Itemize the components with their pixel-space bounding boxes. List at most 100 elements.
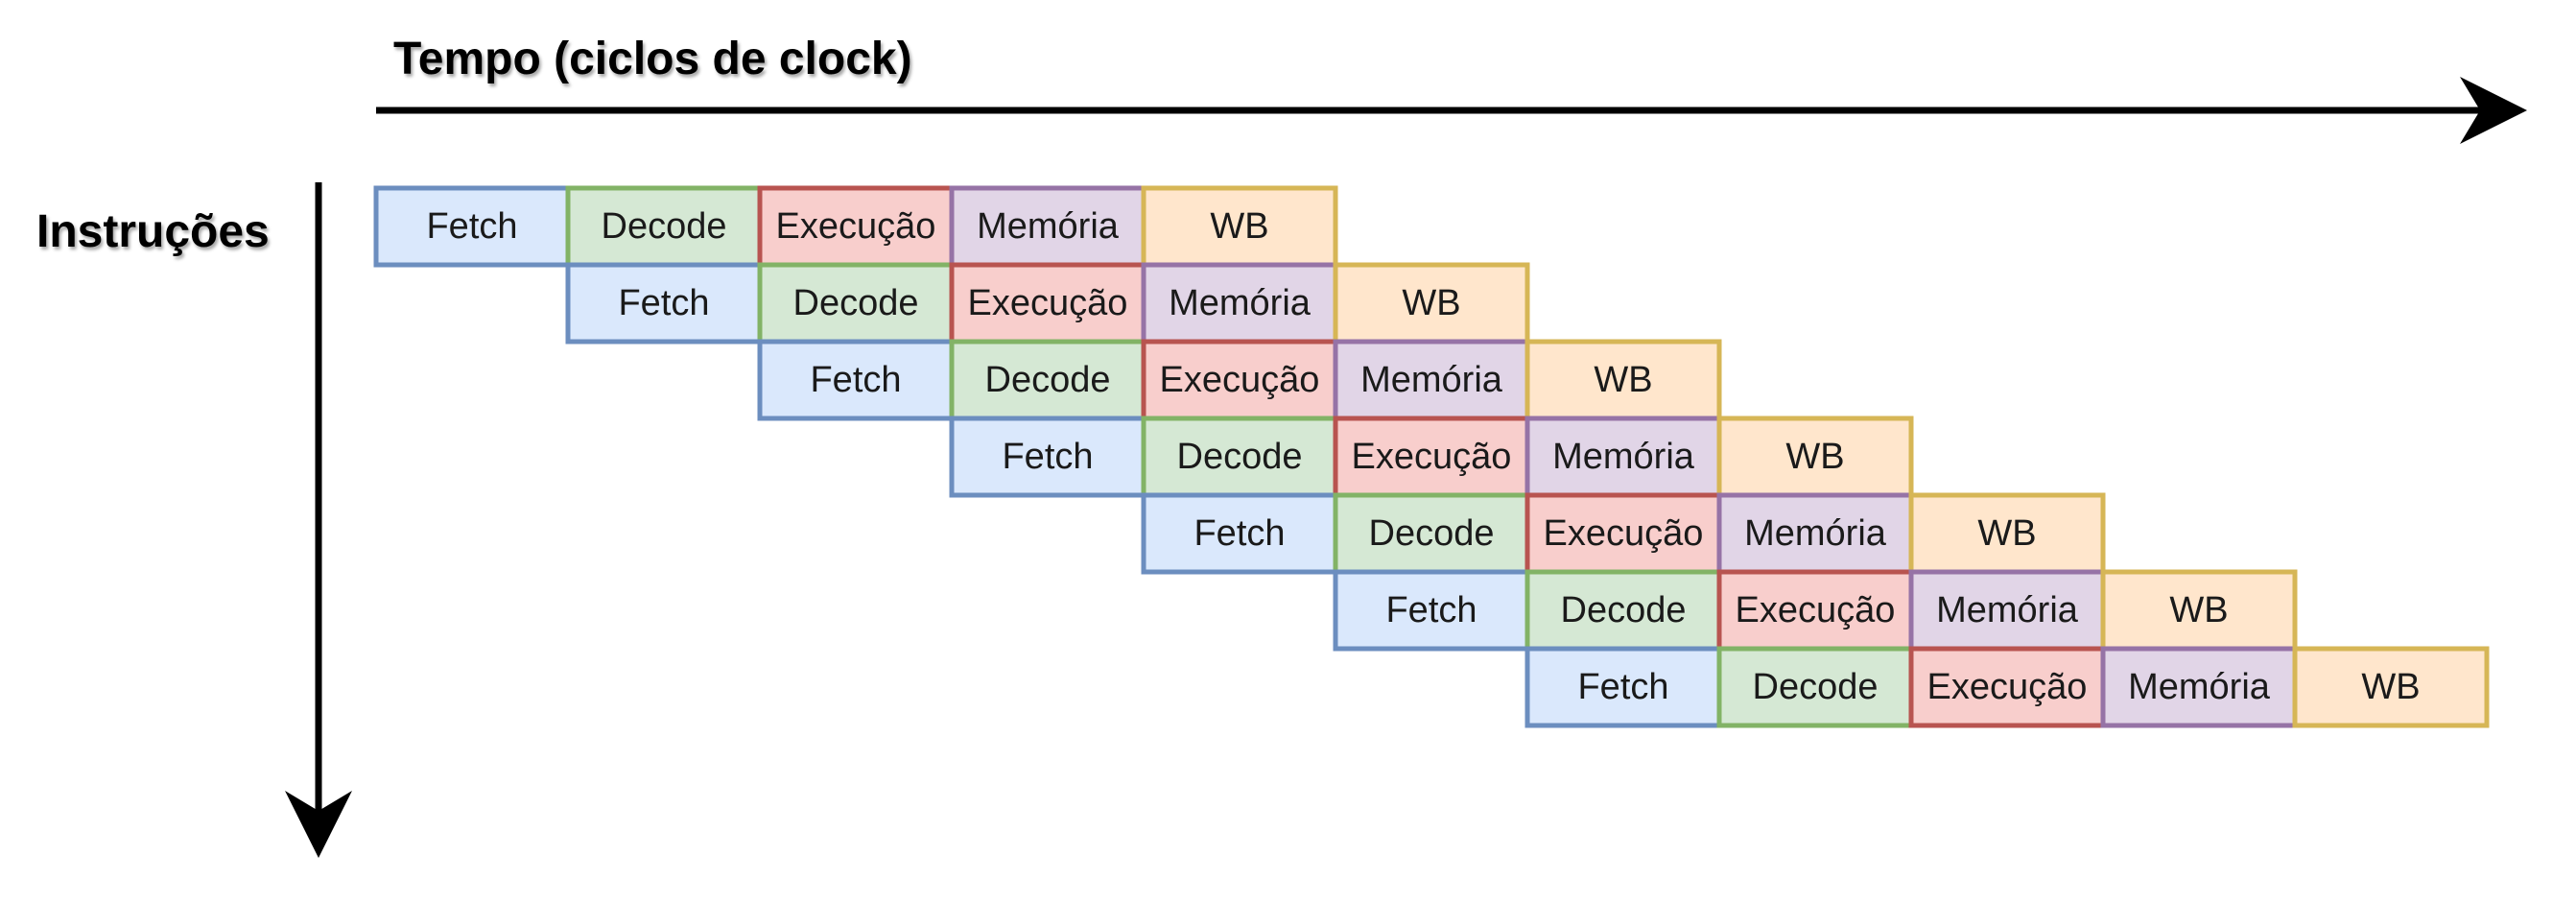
stage-label: Execução (1544, 513, 1704, 554)
stage-label: Fetch (426, 206, 517, 247)
stage-label: Fetch (1193, 513, 1285, 554)
stage-label: WB (1402, 283, 1460, 323)
stage-label: Execução (1160, 360, 1320, 400)
time-axis-title: Tempo (ciclos de clock) (393, 34, 912, 84)
stage-cell-fetch: Fetch (565, 262, 763, 345)
stage-cell-fetch: Fetch (757, 339, 955, 421)
stage-cell-execute: Execução (1716, 569, 1914, 652)
stage-cell-writeback: WB (1333, 262, 1530, 345)
stage-cell-execute: Execução (1908, 646, 2106, 728)
stage-label: WB (1594, 360, 1652, 400)
stage-box (757, 339, 955, 421)
stage-cell-writeback: WB (1908, 492, 2106, 575)
stage-label: Decode (985, 360, 1111, 400)
instruction-row: Fetch Decode Execução Memória WB (565, 262, 1530, 345)
stage-cell-writeback: WB (1716, 416, 1914, 498)
stage-cell-memory: Memória (1716, 492, 1914, 575)
stage-cell-decode: Decode (565, 185, 763, 268)
stage-label: Decode (602, 206, 727, 247)
stage-cell-fetch: Fetch (1524, 646, 1722, 728)
instruction-row: Fetch Decode Execução Memória WB (949, 416, 1914, 498)
stage-label: Memória (1936, 590, 2079, 630)
stage-cell-writeback: WB (1141, 185, 1338, 268)
stage-label: Fetch (1002, 437, 1093, 477)
instruction-row: Fetch Decode Execução Memória WB (1141, 492, 2106, 575)
stage-label: WB (1785, 437, 1844, 477)
stage-box (2292, 646, 2490, 728)
stage-cell-decode: Decode (1524, 569, 1722, 652)
stage-cell-execute: Execução (757, 185, 955, 268)
stage-cell-fetch: Fetch (1141, 492, 1338, 575)
stage-label: Decode (1177, 437, 1303, 477)
stage-box (1524, 646, 1722, 728)
stage-box (1908, 646, 2106, 728)
stage-cell-decode: Decode (1141, 416, 1338, 498)
stage-cell-writeback: WB (2100, 569, 2298, 652)
stage-cell-memory: Memória (949, 185, 1146, 268)
instruction-axis-title: Instruções (36, 206, 270, 257)
stage-label: Memória (1552, 437, 1695, 477)
stage-label: Fetch (810, 360, 901, 400)
instruction-row: Fetch Decode Execução Memória WB (757, 339, 1722, 421)
stage-cell-fetch: Fetch (1333, 569, 1530, 652)
stage-label: Decode (1753, 667, 1879, 707)
stage-label: Memória (1744, 513, 1887, 554)
stage-cell-memory: Memória (1333, 339, 1530, 421)
stage-label: Decode (793, 283, 919, 323)
stage-box (1716, 416, 1914, 498)
stage-box (1333, 262, 1530, 345)
stage-cell-execute: Execução (1141, 339, 1338, 421)
stage-label: Execução (968, 283, 1128, 323)
stage-cell-execute: Execução (1524, 492, 1722, 575)
stage-cell-execute: Execução (1333, 416, 1530, 498)
stage-box (1333, 569, 1530, 652)
stage-label: Execução (1352, 437, 1512, 477)
stage-box (1908, 492, 2106, 575)
stage-label: WB (1210, 206, 1268, 247)
stage-box (1524, 416, 1722, 498)
stage-box (1333, 416, 1530, 498)
stage-label: WB (2169, 590, 2228, 630)
stage-cell-execute: Execução (949, 262, 1146, 345)
stage-box (1524, 339, 1722, 421)
stage-cell-fetch: Fetch (949, 416, 1146, 498)
stage-label: Fetch (1385, 590, 1477, 630)
stage-label: Fetch (618, 283, 709, 323)
stage-cell-decode: Decode (1333, 492, 1530, 575)
stage-cell-writeback: WB (1524, 339, 1722, 421)
stage-label: Memória (977, 206, 1120, 247)
stage-label: Memória (1360, 360, 1503, 400)
stage-cell-memory: Memória (1524, 416, 1722, 498)
stage-cell-writeback: WB (2292, 646, 2490, 728)
instruction-row: Fetch Decode Execução Memória WB (1524, 646, 2490, 728)
stage-cell-memory: Memória (1141, 262, 1338, 345)
stage-label: Memória (2128, 667, 2271, 707)
stage-label: WB (2361, 667, 2420, 707)
stage-cell-decode: Decode (757, 262, 955, 345)
stage-label: Execução (1736, 590, 1896, 630)
stage-label: WB (1977, 513, 2036, 554)
stage-cell-fetch: Fetch (373, 185, 571, 268)
stage-label: Fetch (1577, 667, 1668, 707)
stage-box (1141, 416, 1338, 498)
stage-cell-decode: Decode (1716, 646, 1914, 728)
stage-label: Execução (1927, 667, 2088, 707)
stage-box (1333, 339, 1530, 421)
stage-label: Decode (1369, 513, 1495, 554)
stage-label: Decode (1561, 590, 1687, 630)
stage-label: Memória (1169, 283, 1312, 323)
instruction-row: Fetch Decode Execução Memória WB (1333, 569, 2298, 652)
stage-box (757, 262, 955, 345)
stage-cell-decode: Decode (949, 339, 1146, 421)
stage-box (1524, 569, 1722, 652)
stage-box (1908, 569, 2106, 652)
stage-cell-memory: Memória (1908, 569, 2106, 652)
stage-cell-memory: Memória (2100, 646, 2298, 728)
stage-box (949, 416, 1146, 498)
stage-box (565, 262, 763, 345)
instruction-row: Fetch Decode Execução Memória WB (373, 185, 1338, 268)
stage-box (949, 262, 1146, 345)
stage-box (1524, 492, 1722, 575)
